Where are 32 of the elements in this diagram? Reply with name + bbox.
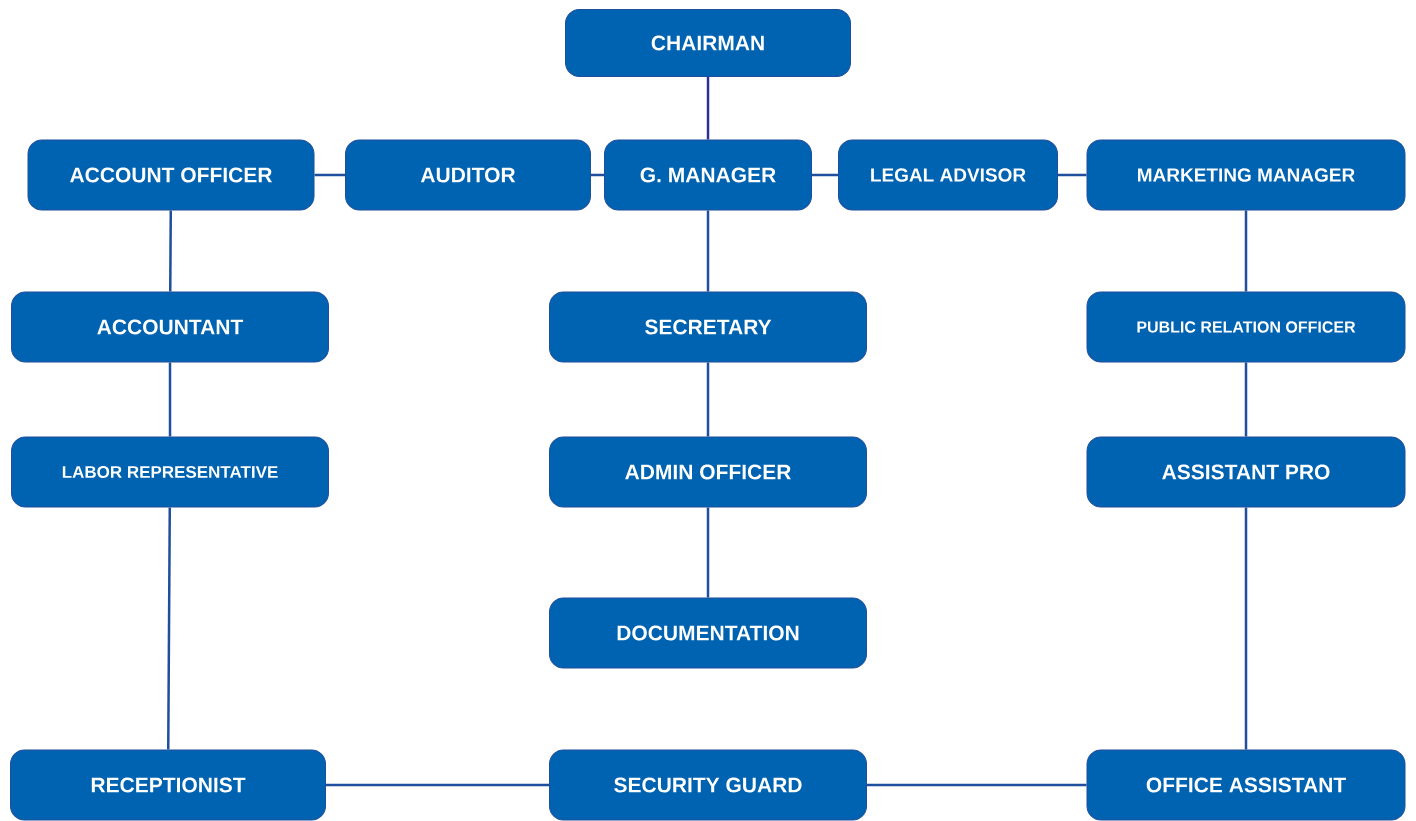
role-box: MARKETING MANAGER — [1086, 139, 1406, 211]
role-box: SECRETARY — [549, 291, 867, 363]
role-box: AUDITOR — [345, 139, 591, 211]
role-box: OFFICE ASSISTANT — [1086, 749, 1406, 821]
connector-line — [1244, 362, 1248, 437]
connector-line — [1058, 173, 1087, 177]
connector-line — [168, 362, 172, 437]
role-box: ACCOUNT OFFICER — [27, 139, 315, 211]
connector-line — [812, 173, 838, 177]
connector-line — [314, 173, 345, 177]
role-box: DOCUMENTATION — [549, 597, 867, 669]
role-box: ACCOUNTANT — [11, 291, 329, 363]
connector-line — [167, 507, 172, 750]
role-box: PUBLIC RELATION OFFICER — [1086, 291, 1406, 363]
connector-line — [706, 362, 710, 437]
role-box: G. MANAGER — [604, 139, 812, 211]
connector-line — [591, 173, 604, 177]
role-box: ASSISTANT PRO — [1086, 436, 1406, 508]
role-box: ADMIN OFFICER — [549, 436, 867, 508]
connector-line — [169, 210, 173, 292]
role-box: RECEPTIONIST — [10, 749, 326, 821]
connector-line — [326, 783, 549, 787]
role-box: LABOR REPRESENTATIVE — [11, 436, 329, 508]
role-box: LEGAL ADVISOR — [838, 139, 1058, 211]
connector-line — [1244, 210, 1248, 292]
connector-line — [706, 210, 710, 292]
connector-line — [706, 77, 710, 140]
connector-line — [1244, 507, 1248, 750]
role-box: CHAIRMAN — [565, 9, 851, 77]
role-box: SECURITY GUARD — [549, 749, 867, 821]
connector-line — [706, 507, 710, 598]
connector-line — [867, 783, 1087, 787]
